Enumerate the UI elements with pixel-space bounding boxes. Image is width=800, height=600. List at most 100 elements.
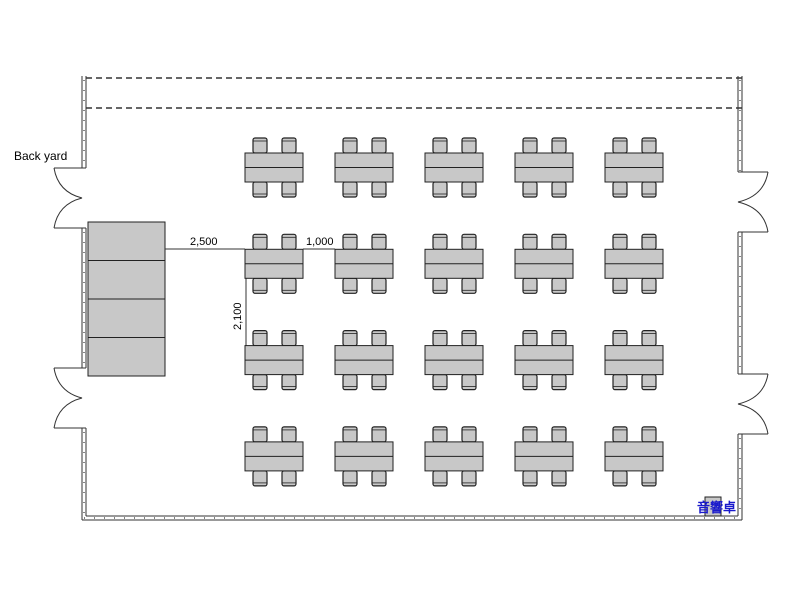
chair <box>371 470 387 487</box>
chair <box>432 277 448 294</box>
chair <box>612 233 628 250</box>
tables <box>244 137 664 487</box>
chair <box>342 277 358 294</box>
table-group[interactable] <box>334 330 394 391</box>
back-yard-label: Back yard <box>14 149 67 163</box>
chair <box>522 426 538 443</box>
chair <box>641 137 657 154</box>
doors <box>53 167 769 435</box>
chair <box>522 181 538 198</box>
chair <box>371 426 387 443</box>
dim-row-pitch: 2,100 <box>232 302 244 330</box>
chair <box>252 181 268 198</box>
table-group[interactable] <box>334 426 394 487</box>
chair <box>281 233 297 250</box>
table-group[interactable] <box>424 233 484 294</box>
chair <box>432 426 448 443</box>
left-upper-door[interactable] <box>53 167 83 229</box>
chair <box>432 470 448 487</box>
table-group[interactable] <box>424 426 484 487</box>
chair <box>522 330 538 347</box>
chair <box>461 181 477 198</box>
chair <box>432 137 448 154</box>
chair <box>371 233 387 250</box>
chair <box>641 374 657 391</box>
chair <box>281 277 297 294</box>
chair <box>281 330 297 347</box>
chair <box>252 330 268 347</box>
sound-desk-label: 音響卓 <box>697 500 736 516</box>
table-group[interactable] <box>334 233 394 294</box>
chair <box>252 233 268 250</box>
table-group[interactable] <box>424 330 484 391</box>
chair <box>342 137 358 154</box>
chair <box>522 374 538 391</box>
table-group[interactable] <box>514 330 574 391</box>
table-group[interactable] <box>334 137 394 198</box>
chair <box>612 426 628 443</box>
chair <box>461 137 477 154</box>
chair <box>461 374 477 391</box>
wall-ticks <box>83 80 741 519</box>
top-dashed-lines <box>86 77 742 109</box>
chair <box>612 470 628 487</box>
chair <box>342 470 358 487</box>
chair <box>281 470 297 487</box>
chair <box>641 233 657 250</box>
right-upper-door[interactable] <box>737 171 769 233</box>
chair <box>371 330 387 347</box>
table-group[interactable] <box>514 137 574 198</box>
chair <box>342 374 358 391</box>
chair <box>371 137 387 154</box>
chair <box>641 330 657 347</box>
table-group[interactable] <box>244 330 304 391</box>
chair <box>551 374 567 391</box>
table-group[interactable] <box>604 426 664 487</box>
chair <box>461 470 477 487</box>
chair <box>432 330 448 347</box>
chair <box>371 181 387 198</box>
chair <box>432 374 448 391</box>
chair <box>432 233 448 250</box>
chair <box>551 277 567 294</box>
stage-panel <box>87 260 166 300</box>
sound-desk[interactable] <box>704 496 722 517</box>
dim-stage-to-tables: 2,500 <box>190 236 218 248</box>
chair <box>252 470 268 487</box>
chair <box>522 470 538 487</box>
stage-panel <box>87 221 166 261</box>
chair <box>522 233 538 250</box>
chair <box>612 277 628 294</box>
chair <box>252 277 268 294</box>
chair <box>252 374 268 391</box>
chair <box>641 470 657 487</box>
table-group[interactable] <box>244 137 304 198</box>
table-group[interactable] <box>604 330 664 391</box>
left-lower-door[interactable] <box>53 367 83 429</box>
right-lower-door[interactable] <box>737 373 769 435</box>
chair <box>461 233 477 250</box>
chair <box>342 426 358 443</box>
chair <box>461 330 477 347</box>
chair <box>522 137 538 154</box>
table-group[interactable] <box>604 137 664 198</box>
chair <box>551 137 567 154</box>
chair <box>612 374 628 391</box>
table-group[interactable] <box>514 426 574 487</box>
chair <box>281 426 297 443</box>
table-group[interactable] <box>244 233 304 294</box>
walls <box>54 76 768 521</box>
chair <box>342 233 358 250</box>
chair <box>551 181 567 198</box>
chair <box>641 277 657 294</box>
table-group[interactable] <box>424 137 484 198</box>
chair <box>612 181 628 198</box>
chair <box>371 374 387 391</box>
chair <box>551 470 567 487</box>
chair <box>641 426 657 443</box>
table-group[interactable] <box>244 426 304 487</box>
table-group[interactable] <box>514 233 574 294</box>
table-group[interactable] <box>604 233 664 294</box>
chair <box>522 277 538 294</box>
